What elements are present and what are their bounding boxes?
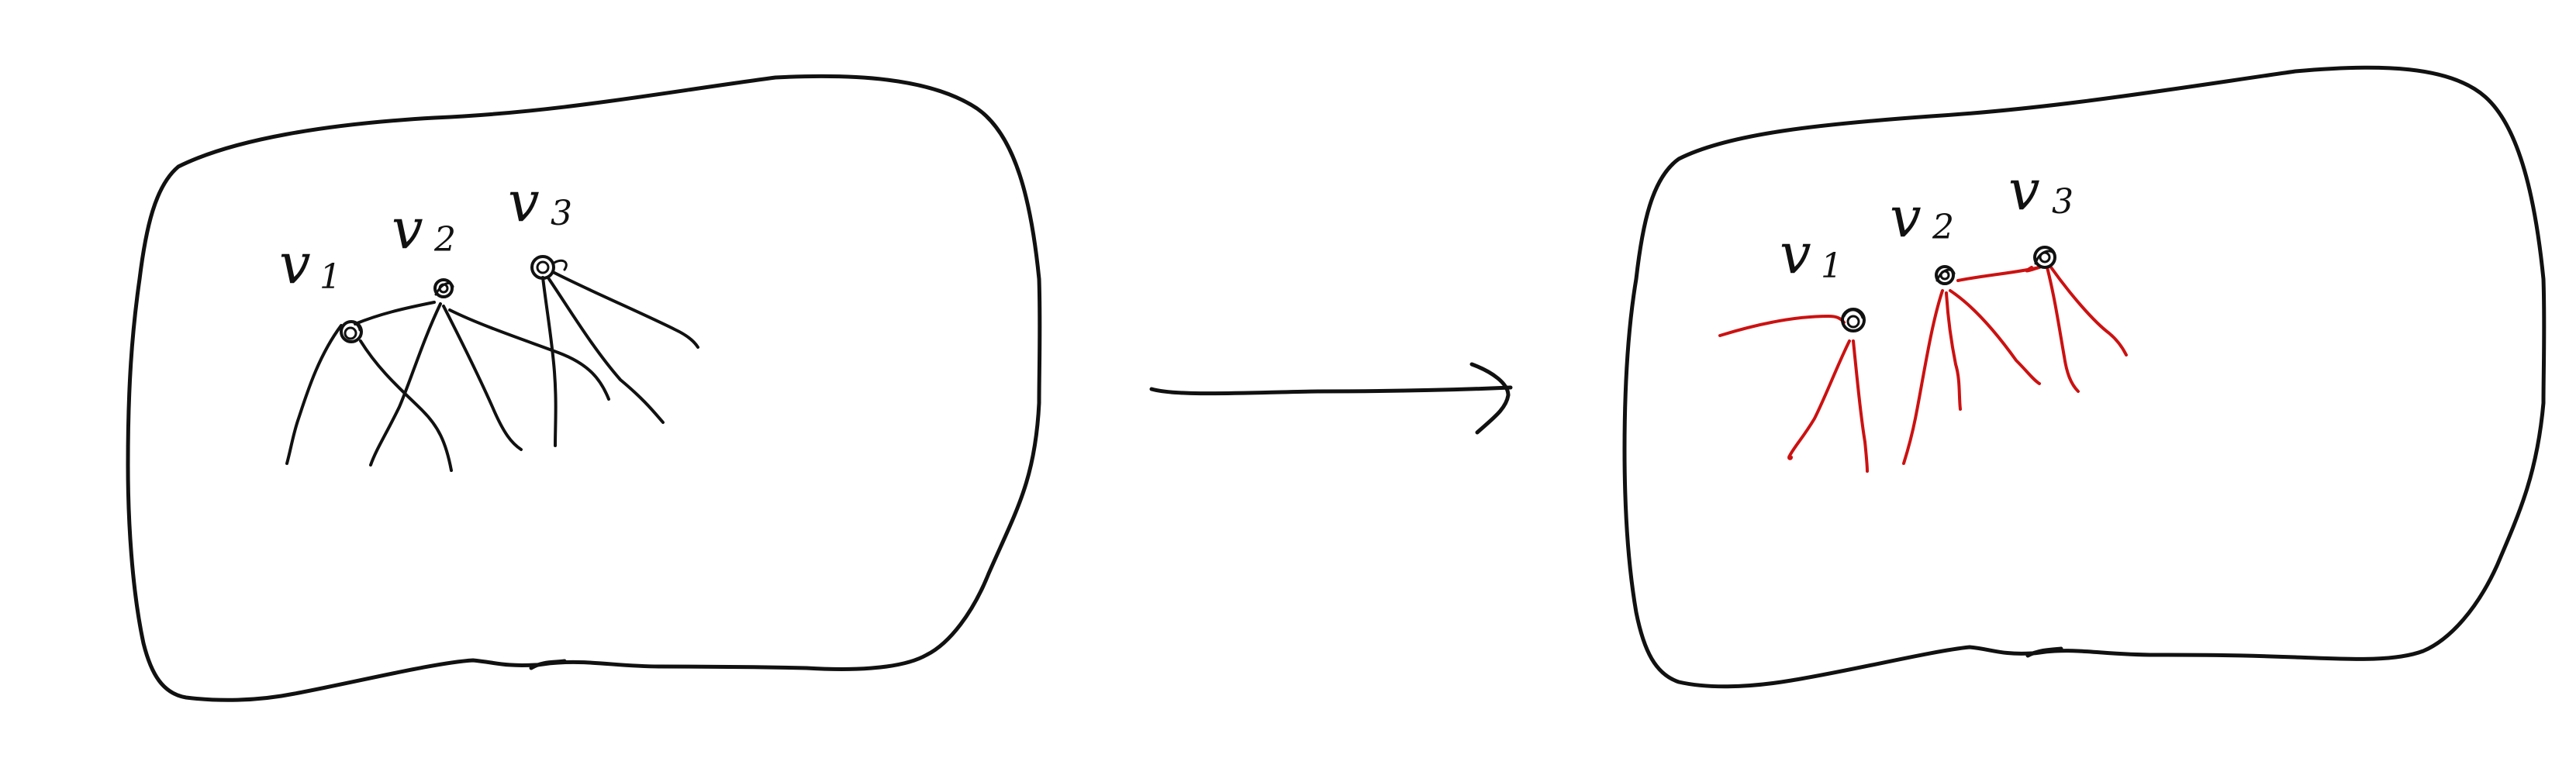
- right-panel-outline-overlap: [2025, 646, 2063, 658]
- edge-v3-right: [553, 271, 699, 349]
- vertex-label-v1-right: v 1: [1780, 221, 1842, 286]
- red-edge-v2-v3: [1956, 266, 2041, 282]
- right-panel-outline: [1622, 65, 2547, 689]
- edge-v2-down-left: [369, 302, 442, 467]
- red-edge-v3-down-right: [2049, 266, 2128, 356]
- red-edge-v2-down: [1945, 291, 1962, 411]
- vertex-label-v3: v 3: [508, 169, 572, 234]
- edge-v1-down: [359, 339, 453, 472]
- svg-text:1: 1: [319, 257, 341, 297]
- svg-text:2: 2: [1932, 208, 1954, 247]
- svg-text:3: 3: [551, 194, 572, 233]
- svg-text:3: 3: [2052, 182, 2074, 222]
- right-panel: v 1 v 2 v 3: [1622, 65, 2547, 689]
- svg-text:v: v: [2008, 157, 2040, 222]
- left-panel-outline: [126, 74, 1042, 702]
- svg-text:1: 1: [1821, 246, 1842, 286]
- vertex-dot-v3-right: [2033, 246, 2056, 269]
- red-edge-v1-down: [1852, 339, 1869, 473]
- red-edge-v1-down-left: [1787, 339, 1851, 460]
- left-panel-outline-overlap: [529, 659, 567, 670]
- vertex-label-v2-right: v 2: [1890, 184, 1954, 250]
- edge-v1-v2: [354, 301, 436, 326]
- svg-text:v: v: [1780, 221, 1811, 286]
- edge-v2-right: [448, 308, 610, 401]
- transform-arrow: [1149, 362, 1513, 435]
- vertex-label-v1: v 1: [279, 231, 341, 297]
- red-edge-v1-left: [1718, 315, 1846, 337]
- vertex-dot-v2-right: [1935, 265, 1956, 285]
- vertex-dot-v2: [433, 278, 454, 298]
- vertex-dot-v1: [340, 320, 363, 343]
- edge-v1-left: [285, 324, 343, 465]
- vertex-dot-v3: [530, 255, 568, 280]
- arrow-shaft: [1149, 385, 1513, 396]
- arrow-head: [1469, 362, 1511, 435]
- svg-text:v: v: [508, 169, 540, 234]
- red-edge-v2-down-right: [1949, 289, 2041, 385]
- edge-v3-down: [541, 276, 558, 447]
- vertex-label-v2: v 2: [392, 196, 456, 261]
- svg-text:v: v: [392, 196, 423, 261]
- red-edge-v2-down-left: [1902, 289, 1944, 465]
- red-edge-v3-down: [2046, 266, 2080, 393]
- svg-text:v: v: [279, 231, 311, 296]
- svg-text:2: 2: [433, 220, 456, 260]
- vertex-label-v3-right: v 3: [2008, 157, 2074, 222]
- left-panel: v 1 v 2 v 3: [126, 74, 1042, 702]
- vertex-dot-v1-right: [1841, 308, 1866, 332]
- svg-text:v: v: [1890, 184, 1922, 250]
- edge-v2-down-right: [442, 305, 523, 451]
- edge-v3-down-right: [547, 277, 665, 424]
